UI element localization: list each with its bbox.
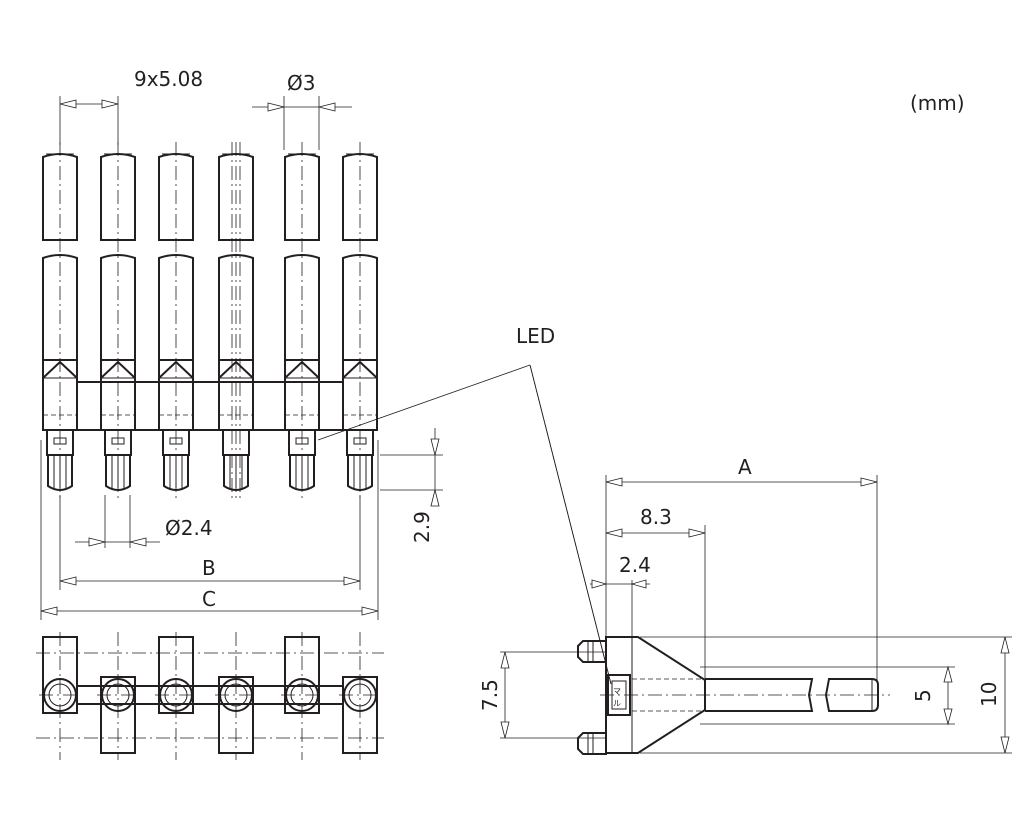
width-b-dimension: B [202, 556, 216, 580]
led-leader [317, 364, 612, 685]
units-label: (mm) [910, 91, 965, 115]
terminal-pin [218, 142, 254, 500]
pin-footprint [281, 632, 323, 760]
front-view [42, 142, 378, 500]
svg-text:マ: マ [613, 687, 621, 696]
terminal-pin [100, 142, 136, 500]
pin-diameter-dimension: Ø3 [287, 71, 315, 95]
led-height-dimension: 2.9 [410, 511, 434, 543]
offset-2-4-dimension: 2.4 [619, 553, 651, 577]
pin-footprint [155, 632, 197, 760]
height-7-5-dimension: 7.5 [478, 679, 502, 711]
offset-8-3-dimension: 8.3 [640, 505, 672, 529]
height-5-dimension: 5 [911, 689, 935, 702]
terminal-pin [42, 142, 78, 500]
led-diameter-dimension: Ø2.4 [165, 516, 213, 540]
front-view-dimensions [40, 96, 443, 620]
width-c-dimension: C [202, 587, 216, 611]
terminal-pin [158, 142, 194, 500]
height-10-dimension: 10 [977, 682, 1001, 707]
length-a-dimension: A [738, 455, 752, 479]
pin-footprint [97, 632, 139, 760]
pin-footprint [339, 632, 381, 760]
pin-footprint [215, 632, 257, 760]
terminal-pin [284, 142, 320, 500]
svg-text:ル: ル [613, 699, 621, 708]
bottom-view [36, 632, 384, 760]
pitch-dimension: 9x5.08 [134, 67, 203, 91]
side-view: マ ル [500, 475, 1012, 755]
led-callout: LED [516, 324, 555, 348]
pin-footprint [39, 632, 81, 760]
terminal-pin [342, 142, 378, 500]
